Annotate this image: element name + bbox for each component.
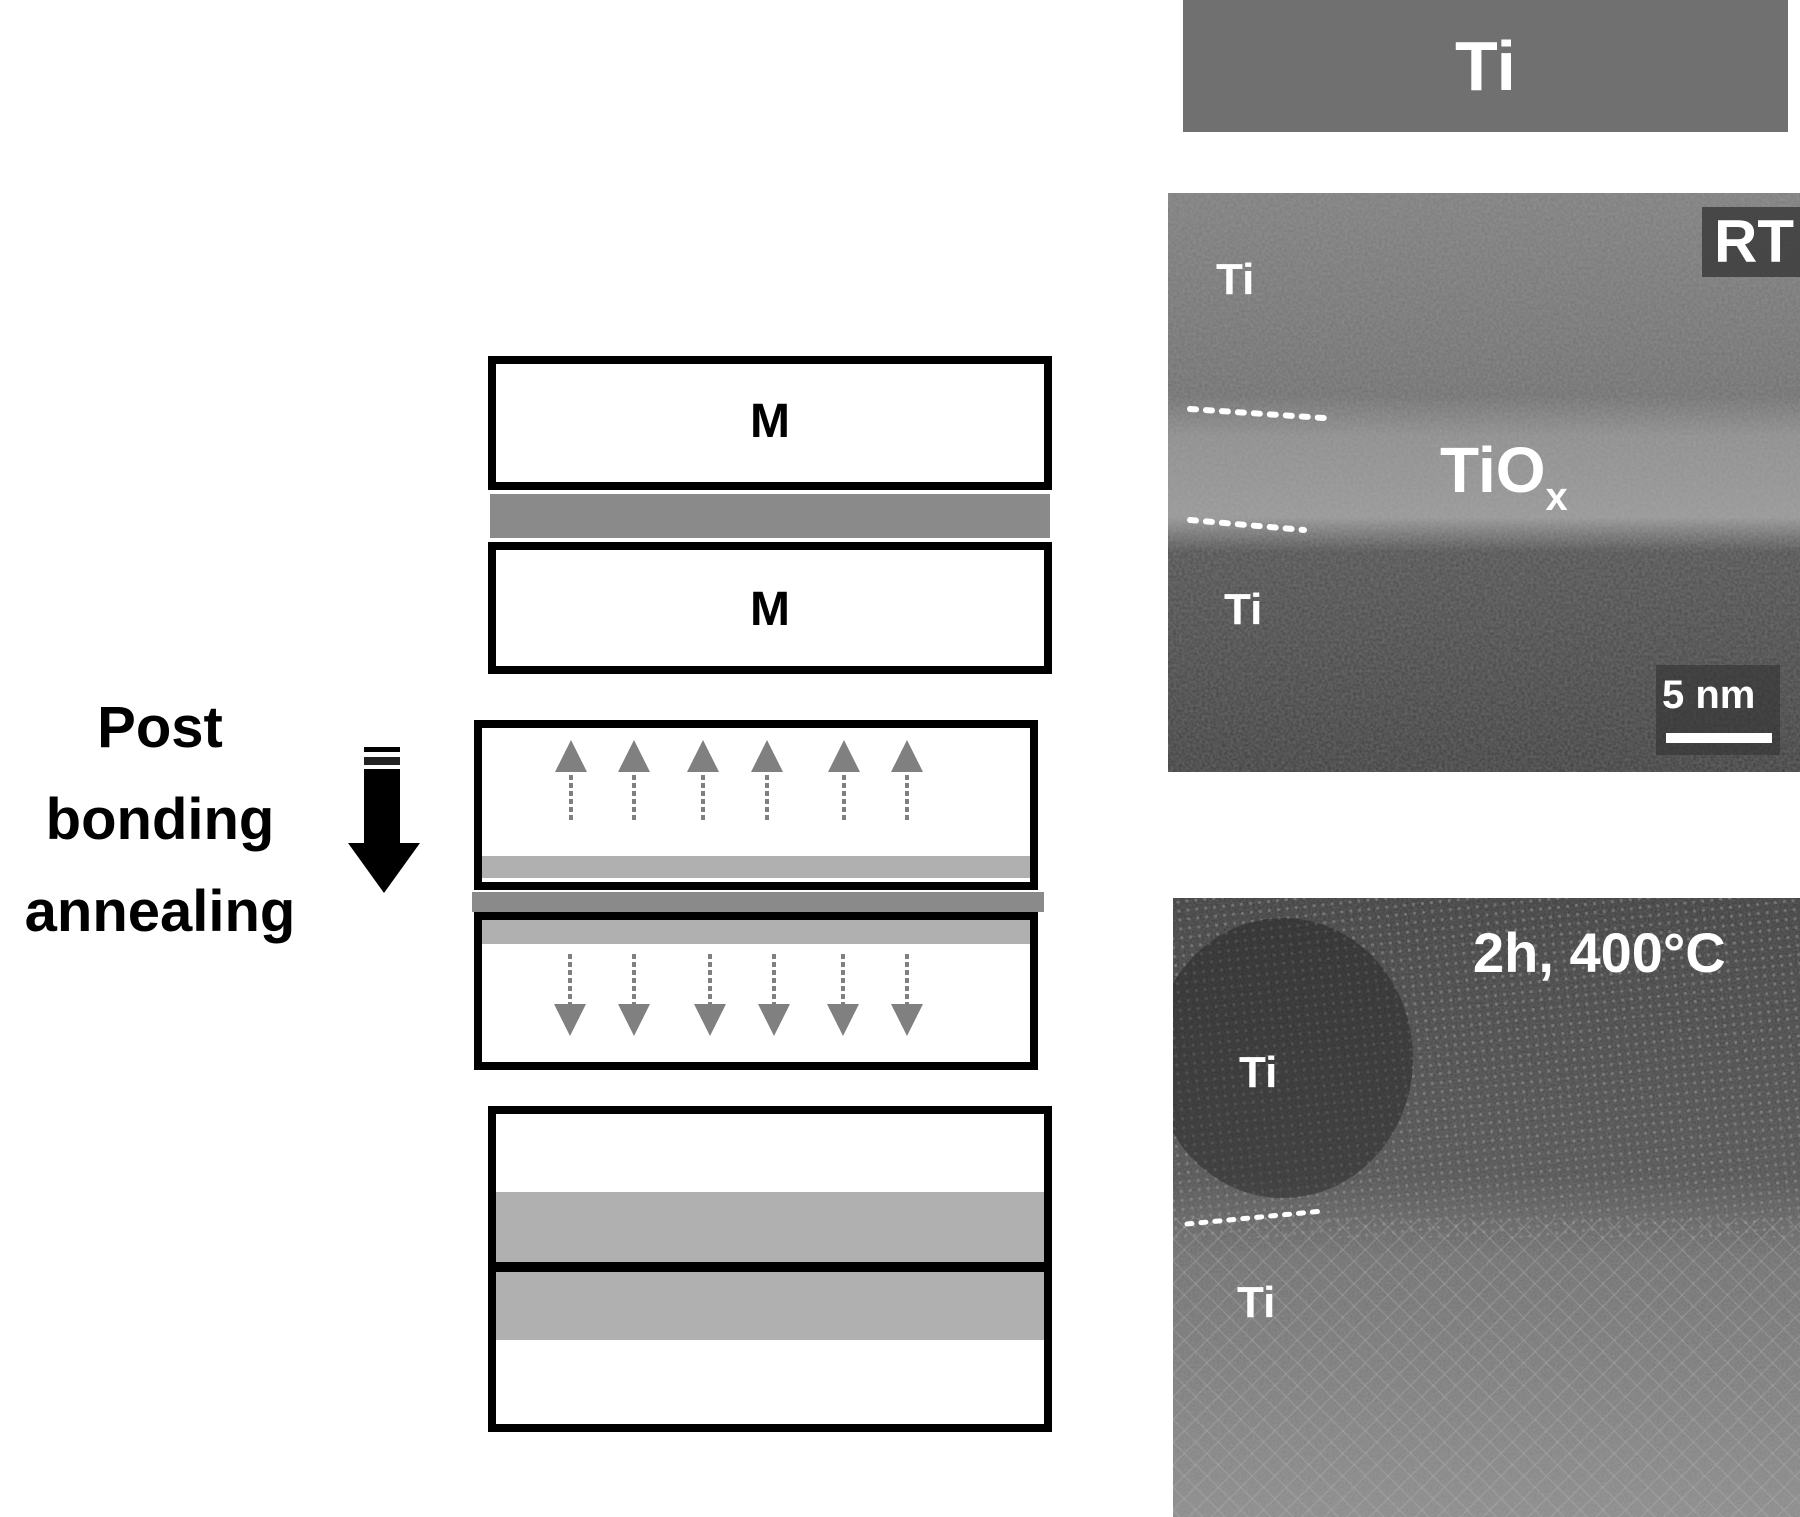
process-label-line-1: Post [97, 695, 223, 760]
layer-label-ti-lower-annealed: Ti [1237, 1278, 1276, 1327]
schematic-after [488, 1106, 1052, 1432]
top-metal-layer: M [488, 356, 1052, 490]
oxide-interlayer [490, 494, 1050, 538]
scale-bar: 5 nm [1656, 665, 1780, 755]
bond-interface-line [488, 1262, 1052, 1272]
layer-label-ti-upper-annealed: Ti [1239, 1048, 1278, 1097]
diffusion-arrows-icon [554, 740, 923, 1036]
bottom-oxide-depletion-band [482, 920, 1030, 944]
upper-diffused-band [496, 1192, 1044, 1262]
material-header: Ti [1183, 0, 1788, 132]
top-oxide-depletion-band [482, 856, 1030, 878]
interlayer-label-tiox: TiOx [1440, 433, 1568, 520]
top-metal-label: M [750, 395, 790, 448]
process-label-line-2: bonding [45, 787, 275, 852]
schematic-during [472, 720, 1044, 1070]
central-oxide-band [472, 892, 1044, 912]
process-label: Post bonding annealing [0, 682, 320, 958]
down-arrow-icon [348, 747, 420, 893]
layer-label-ti-upper: Ti [1216, 255, 1255, 304]
scale-bar-label: 5 nm [1662, 673, 1756, 717]
interlayer-label-base: TiO [1440, 434, 1546, 506]
bottom-metal-layer: M [488, 542, 1052, 674]
tem-image-rt: RT Ti TiOx Ti 5 nm [1168, 193, 1800, 772]
condition-label-rt: RT [1702, 207, 1800, 277]
tem-image-annealed: 2h, 400°C Ti Ti [1173, 898, 1800, 1517]
condition-label-annealed: 2h, 400°C [1473, 921, 1726, 984]
lower-diffused-band [496, 1272, 1044, 1340]
tem-annealed-texture [1173, 898, 1800, 1517]
layer-label-ti-lower: Ti [1224, 585, 1263, 634]
bottom-metal-label: M [750, 583, 790, 636]
interlayer-label-subscript: x [1545, 475, 1568, 519]
scale-bar-line [1666, 733, 1772, 743]
process-label-line-3: annealing [24, 879, 296, 944]
schematic-before: M M [488, 356, 1052, 674]
